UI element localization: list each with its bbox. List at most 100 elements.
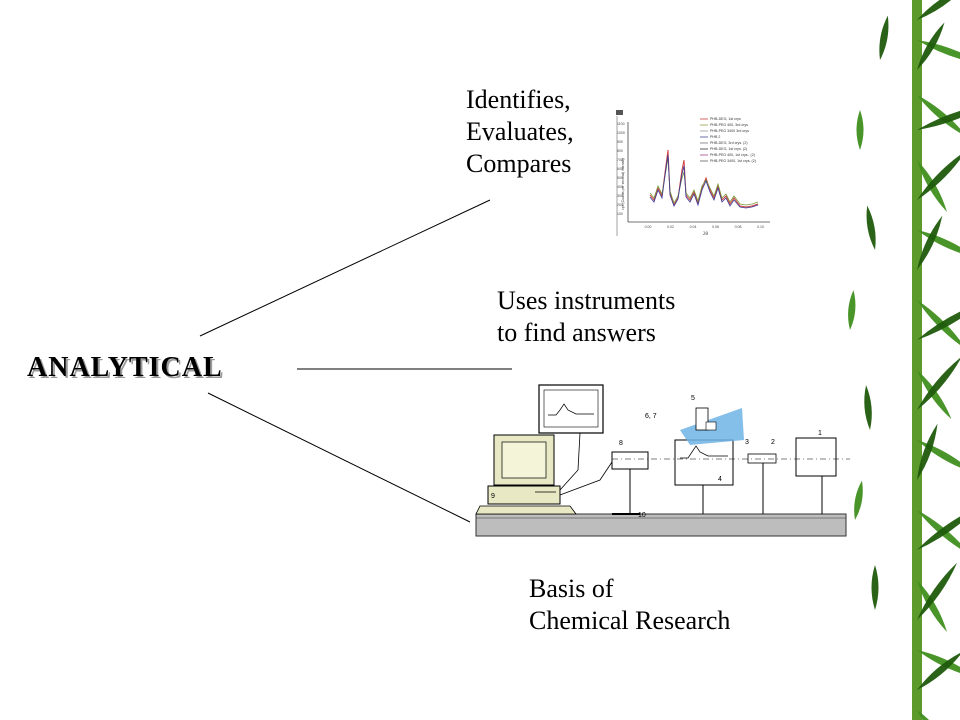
connector-line-bottom (207, 392, 471, 523)
bamboo-leaf (848, 290, 856, 330)
chart-xlabel: 2θ (703, 232, 709, 237)
label-10: 10 (638, 512, 646, 519)
branch-2-line-2: to find answers (497, 318, 656, 347)
chart-y-tick-label: 1000 (617, 131, 625, 135)
series-line-1 (649, 149, 759, 208)
branch-3-text: Basis of Chemical Research (529, 573, 730, 637)
bamboo-leaf (854, 480, 863, 520)
bamboo-leaf (917, 370, 952, 420)
chart-x-ticks: 0.00 0.02 0.04 0.06 0.08 0.10 (645, 225, 764, 229)
chart-y-tick-label: 800 (617, 149, 623, 153)
sample-cell-window (705, 421, 717, 431)
bamboo-leaf (864, 385, 872, 430)
stage-trace (680, 445, 728, 459)
slide-title: ANALYTICAL (27, 352, 223, 383)
chart-y-tick-label: 1100 (617, 122, 625, 126)
source-housing (795, 437, 837, 477)
series-line-3 (649, 154, 759, 209)
bamboo-leaf (917, 95, 960, 137)
sample-cell (695, 407, 709, 431)
cable-detector (559, 461, 613, 496)
detector-box (611, 451, 649, 470)
computer-screen (501, 441, 547, 479)
wall-monitor-trace (548, 403, 594, 416)
keyboard (475, 505, 577, 515)
chart-legend-entry: PHB-DEG, 1st crys (710, 117, 741, 121)
branch-2-text: Uses instruments to find answers (497, 285, 675, 349)
label-3: 3 (745, 439, 749, 446)
bamboo-leaf (856, 110, 864, 150)
chart-corner-mark (616, 110, 623, 115)
sample-stage (674, 439, 734, 486)
chart-y-tick-label: 700 (617, 158, 623, 162)
bamboo-leaf (917, 356, 960, 410)
chart-y-tick-label: 100 (617, 212, 623, 216)
chart-ylabel: cps (Counts per second) intensity (621, 158, 625, 210)
chart-y-tick-label: 500 (617, 176, 623, 180)
bamboo-leaf (917, 423, 938, 480)
bamboo-leaf (917, 104, 960, 130)
branch-3-line-1: Basis of (529, 574, 614, 603)
bamboo-leaf (879, 15, 889, 60)
label-2: 2 (771, 439, 775, 446)
chart-legend-entry: PHB-PEG 3400, 1st crys. (2) (710, 159, 756, 163)
branch-1-line-2: Evaluates, (466, 117, 574, 146)
chart-y-ticks: 1100 1000 900 800 700 600 500 400 300 200 100 (617, 122, 625, 216)
bamboo-leaf (871, 565, 879, 610)
label-8: 8 (619, 440, 623, 447)
chart-y-tick-label: 200 (617, 203, 623, 207)
computer-base (487, 485, 561, 505)
chart-x-tick-label: 0.04 (690, 225, 697, 229)
branch-1-text: Identifies, Evaluates, Compares (466, 84, 574, 180)
chart-x-tick-label: 0.06 (712, 225, 719, 229)
bamboo-stalk (912, 0, 922, 720)
chart-x-tick-label: 0.02 (667, 225, 674, 229)
chart-legend-entry: PHB-PEG 3400 3rd crys (710, 129, 749, 133)
branch-3-line-2: Chemical Research (529, 606, 731, 635)
slit-3 (747, 453, 777, 464)
bamboo-leaf (917, 580, 947, 632)
chart-legend-entry: PHB-PEG 400, 1st crys., (2) (710, 153, 755, 157)
label-9: 9 (491, 493, 495, 500)
chart-y-tick-label: 300 (617, 194, 623, 198)
label-6-7: 6, 7 (645, 413, 657, 420)
bamboo-leaf (917, 150, 960, 200)
bamboo-decoration (848, 0, 960, 720)
wall-monitor-screen (543, 389, 599, 428)
label-1: 1 (818, 430, 822, 437)
chart-x-tick-label: 0.08 (735, 225, 742, 229)
bamboo-leaf (917, 302, 960, 340)
bamboo-leaf (917, 506, 960, 550)
branch-1-line-1: Identifies, (466, 85, 571, 114)
bamboo-leaves (848, 0, 960, 720)
label-4: 4 (718, 476, 722, 483)
chart-legend-entry: PHB-PEG 400, 3rd crys (710, 123, 748, 127)
bamboo-leaf (917, 215, 943, 270)
chart-legend-entry: PHB-DEG, 1st crys. (2) (710, 147, 747, 151)
branch-1-line-3: Compares (466, 149, 572, 178)
chart-frame (616, 110, 770, 236)
chart-x-tick-label: 0.00 (645, 225, 652, 229)
chart-y-tick-label: 400 (617, 185, 623, 189)
chart-legend-entry: PHB-DEG, 3rd crys. (2) (710, 141, 748, 145)
chart-legend-entry: PHB 2 (710, 135, 720, 139)
chart-y-tick-label: 900 (617, 140, 623, 144)
label-5: 5 (691, 395, 695, 402)
bench (475, 513, 847, 537)
cable-monitor (559, 432, 581, 491)
chart-y-tick-label: 600 (617, 167, 623, 171)
bamboo-leaf (917, 651, 960, 690)
bamboo-leaf (866, 205, 876, 250)
bamboo-leaf (917, 22, 945, 70)
connector-line-top (199, 199, 491, 337)
chart-series (649, 149, 759, 209)
bamboo-leaf (917, 562, 958, 620)
chart-x-tick-label: 0.10 (757, 225, 764, 229)
bamboo-leaf (917, 0, 960, 20)
branch-2-line-1: Uses instruments (497, 286, 676, 315)
